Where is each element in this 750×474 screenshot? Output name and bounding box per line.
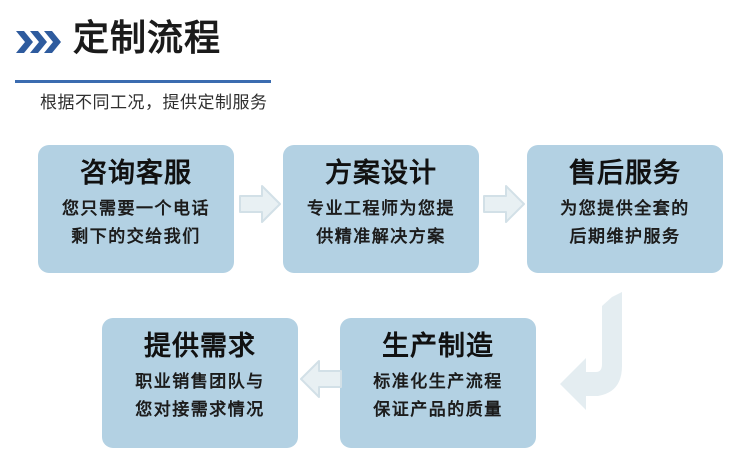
header-title-row: 定制流程 xyxy=(15,16,345,64)
page-subtitle: 根据不同工况，提供定制服务 xyxy=(40,93,268,112)
arrow-right-icon xyxy=(238,183,282,225)
process-step-card-plan-design[interactable]: 方案设计 专业工程师为您提 供精准解决方案 xyxy=(283,145,479,273)
step-description: 职业销售团队与 您对接需求情况 xyxy=(102,368,298,424)
step-description-line: 专业工程师为您提 xyxy=(307,199,455,218)
step-title: 方案设计 xyxy=(325,158,437,188)
step-description-line: 标准化生产流程 xyxy=(373,372,503,391)
step-description-line: 您只需要一个电话 xyxy=(62,199,210,218)
step-description-line: 供精准解决方案 xyxy=(316,227,446,246)
process-step-card-production-manufacture[interactable]: 生产制造 标准化生产流程 保证产品的质量 xyxy=(340,318,536,448)
arrow-left-icon xyxy=(299,358,343,400)
step-description: 专业工程师为您提 供精准解决方案 xyxy=(283,195,479,251)
process-step-card-provide-requirement[interactable]: 提供需求 职业销售团队与 您对接需求情况 xyxy=(102,318,298,448)
page-title: 定制流程 xyxy=(73,17,222,58)
step-title: 咨询客服 xyxy=(80,158,192,188)
step-description: 您只需要一个电话 剩下的交给我们 xyxy=(38,195,234,251)
step-title: 提供需求 xyxy=(144,331,256,361)
arrow-bend-down-left-icon xyxy=(556,288,660,420)
step-title: 生产制造 xyxy=(382,331,494,361)
arrow-right-icon xyxy=(482,183,526,225)
step-description-line: 保证产品的质量 xyxy=(373,400,503,419)
step-description-line: 职业销售团队与 xyxy=(135,372,265,391)
title-underline xyxy=(15,80,271,83)
process-step-card-after-sales-service[interactable]: 售后服务 为您提供全套的 后期维护服务 xyxy=(527,145,723,273)
step-description: 标准化生产流程 保证产品的质量 xyxy=(340,368,536,424)
step-description: 为您提供全套的 后期维护服务 xyxy=(527,195,723,251)
page-header: 定制流程 xyxy=(15,16,345,83)
step-title: 售后服务 xyxy=(569,158,681,188)
step-description-line: 为您提供全套的 xyxy=(560,199,690,218)
triple-chevron-right-icon xyxy=(15,29,63,55)
step-description-line: 后期维护服务 xyxy=(569,227,681,246)
process-step-card-consult-service[interactable]: 咨询客服 您只需要一个电话 剩下的交给我们 xyxy=(38,145,234,273)
step-description-line: 剩下的交给我们 xyxy=(71,227,201,246)
step-description-line: 您对接需求情况 xyxy=(135,400,265,419)
